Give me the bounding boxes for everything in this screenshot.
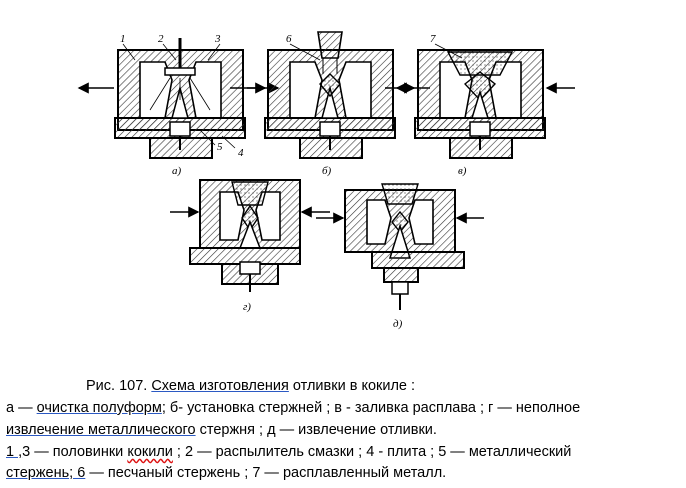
caption-title-prefix: Рис. 107. xyxy=(86,378,152,394)
part-number-1: 1 xyxy=(120,33,126,45)
panel-letter-v: в) xyxy=(458,165,467,177)
panel-v-diagram xyxy=(385,43,575,159)
part-number-4: 4 xyxy=(238,147,244,159)
caption-line4-a: 1 , xyxy=(6,444,23,460)
panel-g-diagram xyxy=(170,179,330,292)
panel-letter-g: г) xyxy=(243,301,251,313)
caption-line2-a: а — xyxy=(6,400,37,416)
panel-d-diagram xyxy=(316,183,484,310)
caption-line5-b: — песчаный стержень ; 7 — расплавленный … xyxy=(85,465,447,481)
part-number-3: 3 xyxy=(214,33,221,45)
part-number-5: 5 xyxy=(217,141,223,153)
caption-line-2: а — очистка полуформ; б- установка стерж… xyxy=(6,398,580,418)
part-number-2: 2 xyxy=(158,33,164,45)
caption-line2-c: ; б- установка стержней ; в - заливка ра… xyxy=(161,400,581,416)
caption-line4-c: кокили xyxy=(127,444,173,460)
caption-line3-a: извлечение металлического xyxy=(6,422,196,438)
panel-letter-d: д) xyxy=(393,318,403,330)
caption-line5-a: стержень; 6 xyxy=(6,465,86,481)
caption-line-1: Рис. 107. Схема изготовления отливки в к… xyxy=(86,376,415,396)
caption-line4-b: 3 — половинки xyxy=(22,444,128,460)
caption-title-rest: отливки в кокиле : xyxy=(288,378,416,394)
caption-line4-d: ; 2 — распылитель смазки ; 4 - плита ; 5… xyxy=(172,444,572,460)
panel-letter-b: б) xyxy=(322,165,332,177)
technical-figure: 1 2 3 4 5 а) 6 б) 7 в) xyxy=(77,31,575,330)
caption-line2-b: очистка полуформ xyxy=(36,400,162,416)
caption-title-main: Схема изготовления xyxy=(151,378,289,394)
part-number-6: 6 xyxy=(286,33,292,45)
caption-line-3: извлечение металлического стержня ; д — … xyxy=(6,420,437,440)
caption-line-5: стержень; 6 — песчаный стержень ; 7 — ра… xyxy=(6,463,446,483)
caption-line-4: 1 ,3 — половинки кокили ; 2 — распылител… xyxy=(6,442,571,462)
panel-letter-a: а) xyxy=(172,165,182,177)
part-number-7: 7 xyxy=(430,33,436,45)
panel-a-diagram xyxy=(77,38,280,159)
caption-line3-b: стержня ; д — извлечение отливки. xyxy=(195,422,437,438)
panel-b-diagram xyxy=(230,31,430,159)
